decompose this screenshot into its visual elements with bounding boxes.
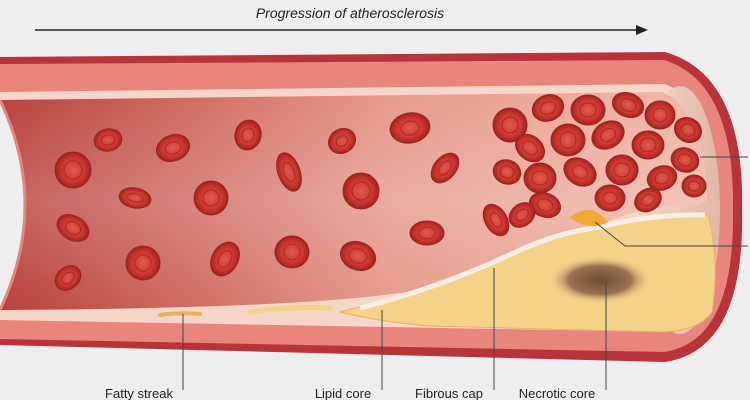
diagram-title: Progression of atherosclerosis	[256, 5, 444, 21]
necrotic-core	[548, 256, 652, 304]
lipid-core-early	[247, 305, 333, 315]
thrombus-core	[570, 209, 608, 227]
label-lipid-core: Lipid core	[315, 386, 371, 400]
label-fatty-streak: Fatty streak	[105, 386, 173, 400]
red-blood-cells	[54, 91, 707, 291]
label-necrotic-core: Necrotic core	[519, 386, 596, 400]
progression-arrowhead	[636, 25, 648, 35]
fibrous-cap	[359, 212, 706, 311]
fatty-streak	[158, 311, 202, 317]
label-fibrous-cap: Fibrous cap	[415, 386, 483, 400]
leader-lines	[182, 156, 748, 390]
right-leader-lower	[594, 221, 748, 247]
